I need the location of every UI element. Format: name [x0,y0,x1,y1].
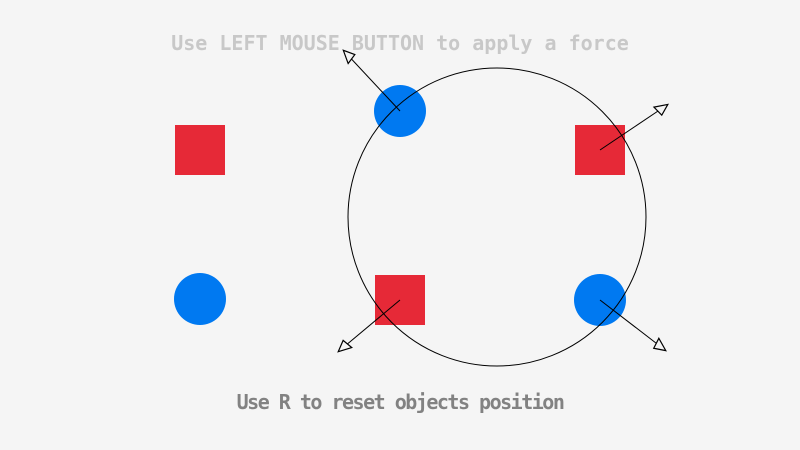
blue-circle-bottom-right[interactable] [574,274,626,326]
instruction-reset-objects: Use R to reset objects position [236,390,565,414]
blue-circle-top-center[interactable] [374,85,426,137]
instruction-apply-force: Use LEFT MOUSE BUTTON to apply a force [171,31,629,55]
red-square-top-right[interactable] [575,125,625,175]
red-square-bottom-center[interactable] [375,275,425,325]
red-square-top-left[interactable] [175,125,225,175]
blue-circle-bottom-left[interactable] [174,273,226,325]
